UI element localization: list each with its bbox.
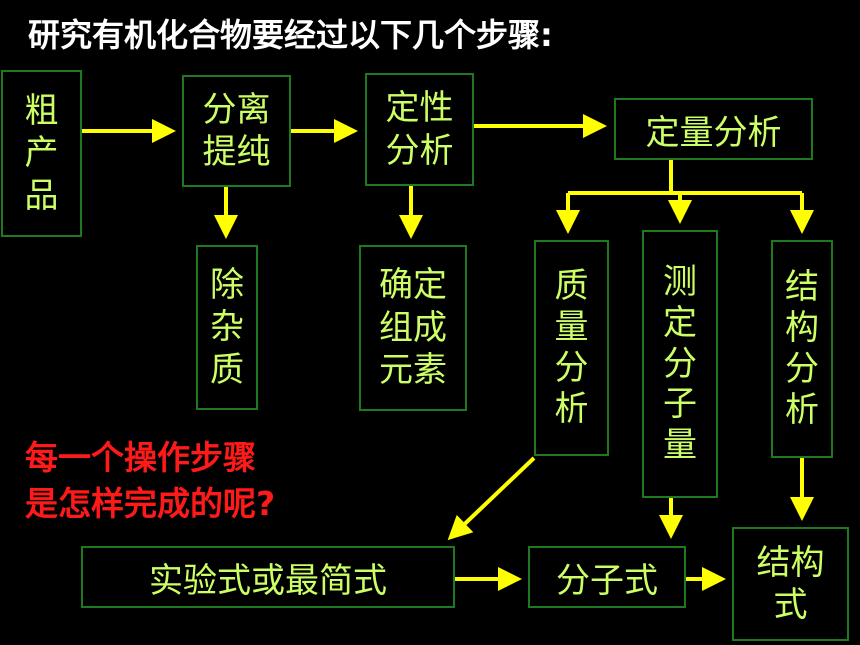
crude-product-box: 粗 产 品 (1, 70, 82, 237)
question-text: 每一个操作步骤 是怎样完成的呢? (25, 435, 275, 527)
determine-composition-box: 确定 组成 元素 (359, 245, 467, 411)
quantitative-analysis-box: 定量分析 (614, 98, 813, 160)
molecular-mass-label: 测 定 分 子 量 (663, 262, 697, 466)
question-line-2: 是怎样完成的呢? (25, 484, 276, 524)
quantitative-analysis-label: 定量分析 (645, 112, 782, 153)
molecular-formula-label: 分子式 (556, 560, 658, 601)
structural-formula-label: 结构 式 (756, 542, 825, 626)
molecular-formula-box: 分子式 (528, 546, 686, 608)
mass-analysis-label: 质 量 分 析 (554, 266, 589, 429)
structure-analysis-box: 结 构 分 析 (771, 240, 833, 458)
mass-analysis-box: 质 量 分 析 (534, 240, 609, 456)
separation-box: 分离 提纯 (182, 75, 291, 187)
crude-product-label: 粗 产 品 (24, 90, 59, 216)
empirical-formula-box: 实验式或最简式 (81, 546, 455, 608)
remove-impurity-box: 除 杂 质 (196, 245, 258, 410)
qualitative-analysis-label: 定性 分析 (385, 88, 454, 171)
structure-analysis-label: 结 构 分 析 (785, 267, 819, 430)
determine-composition-label: 确定 组成 元素 (379, 265, 447, 391)
remove-impurity-label: 除 杂 质 (210, 264, 244, 390)
empirical-formula-label: 实验式或最简式 (149, 560, 387, 601)
molecular-mass-box: 测 定 分 子 量 (642, 230, 718, 498)
structural-formula-box: 结构 式 (732, 527, 849, 641)
qualitative-analysis-box: 定性 分析 (365, 73, 474, 186)
question-line-1: 每一个操作步骤 (25, 438, 256, 477)
page-title: 研究有机化合物要经过以下几个步骤: (28, 16, 553, 54)
separation-label: 分离 提纯 (202, 89, 271, 173)
arrow-mass-to-empirical (447, 456, 536, 541)
